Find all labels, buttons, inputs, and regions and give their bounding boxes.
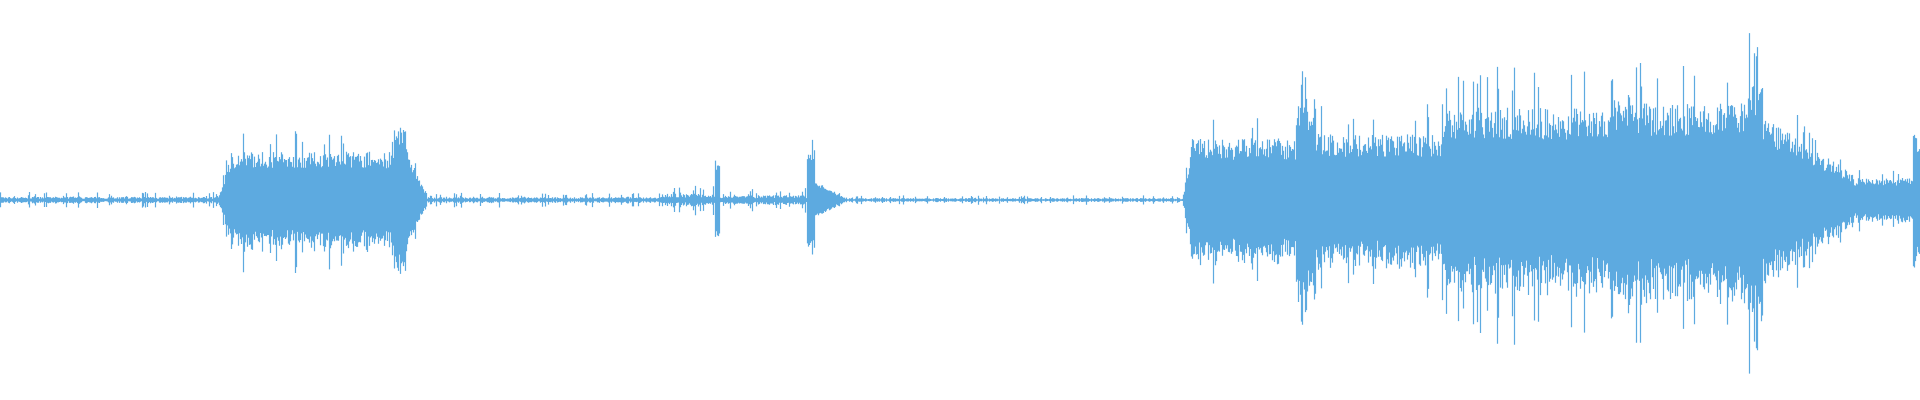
waveform-trace [0, 33, 1920, 374]
waveform-bars [0, 33, 1920, 374]
